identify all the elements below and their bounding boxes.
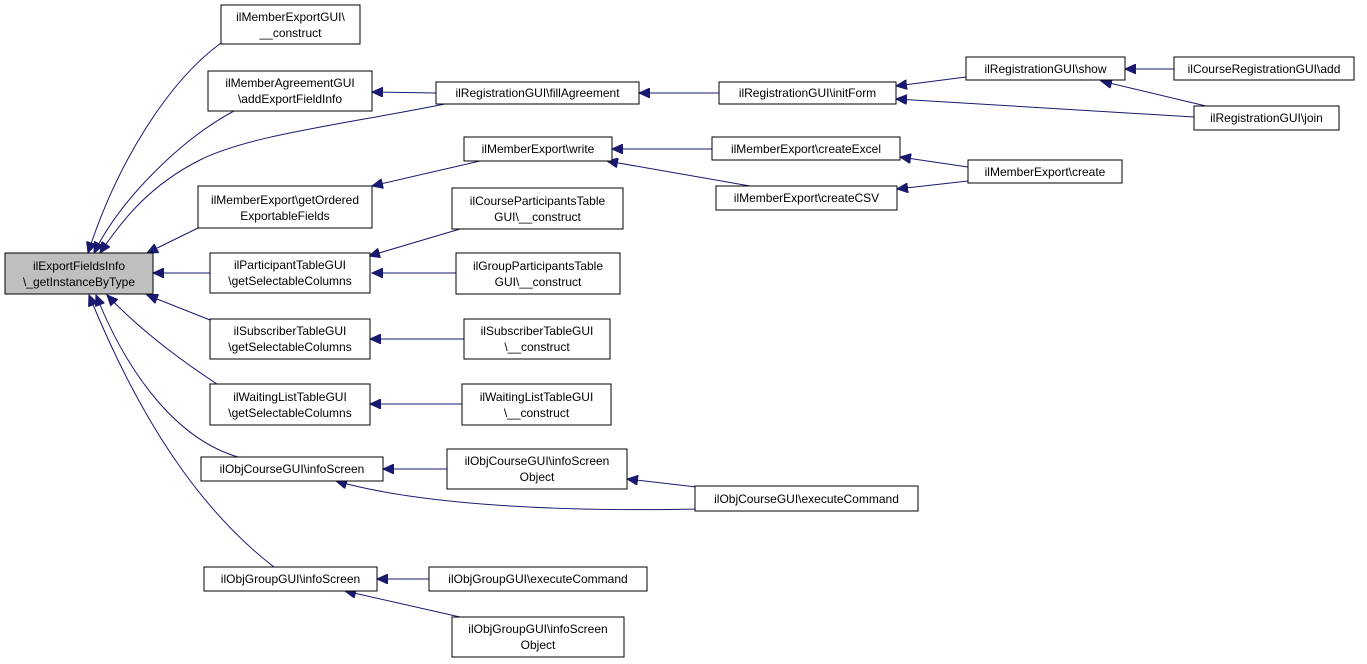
node-objgroup-infoscreenobject[interactable]: ilObjGroupGUI\infoScreen Object: [451, 616, 625, 658]
node-memberexport-write-label: ilMemberExport\write: [482, 142, 595, 156]
edge-createcsv-to-write: [607, 161, 751, 187]
node-participanttable-getselectablecolumns[interactable]: ilParticipantTableGUI \getSelectableColu…: [209, 252, 371, 294]
node-memberexport-ordered-line1: ilMemberExport\getOrdered: [211, 193, 359, 207]
node-memberagreement-line1: ilMemberAgreementGUI: [225, 76, 354, 90]
node-objgroup-executecommand-label: ilObjGroupGUI\executeCommand: [448, 572, 627, 586]
node-memberagreement-line2: \addExportFieldInfo: [238, 92, 342, 106]
node-memberexport-getorderedexportablefields[interactable]: ilMemberExport\getOrdered ExportableFiel…: [197, 185, 373, 229]
node-registration-fillagreement-label: ilRegistrationGUI\fillAgreement: [455, 86, 620, 100]
edge-memberexportordered-to-root: [147, 227, 199, 253]
node-registration-join[interactable]: ilRegistrationGUI\join: [1193, 105, 1340, 131]
edge-courseexecute-to-courseinfoobject: [627, 479, 706, 489]
edge-courseparticipants-to-participanttable: [369, 228, 461, 256]
node-objgroup-infoscreenobject-line2: Object: [521, 638, 556, 652]
node-memberexport-create-label: ilMemberExport\create: [985, 165, 1106, 179]
edge-objcourseinfo-to-root: [96, 295, 239, 458]
node-subscribertable-getselectablecolumns[interactable]: ilSubscriberTableGUI \getSelectableColum…: [209, 318, 371, 360]
edge-regfill-to-memberagreement: [372, 92, 437, 93]
node-memberexport-construct-line1: ilMemberExportGUI\: [236, 10, 345, 24]
edge-groupinfoobject-to-groupinfo: [345, 591, 461, 618]
node-memberexport-construct[interactable]: ilMemberExportGUI\ __construct: [220, 4, 361, 45]
node-memberexport-ordered-line2: ExportableFields: [240, 209, 329, 223]
node-registration-show-label: ilRegistrationGUI\show: [984, 62, 1106, 76]
edge-regjoin-to-regshow: [1101, 81, 1207, 107]
node-memberexport-createexcel[interactable]: ilMemberExport\createExcel: [711, 136, 901, 161]
node-waitinglist-cols-line2: \getSelectableColumns: [228, 406, 351, 420]
edge-write-to-ordered: [372, 160, 481, 186]
node-subscribertable-cols-line1: ilSubscriberTableGUI: [234, 324, 347, 338]
edge-waitinglist-to-root: [107, 295, 221, 387]
node-courseparticipantstable-line1: ilCourseParticipantsTable: [470, 194, 606, 208]
edge-objgroupinfo-to-root: [89, 295, 275, 568]
node-objcourse-infoscreenobject-line2: Object: [520, 470, 555, 484]
edge-regfillagreement-to-root: [100, 103, 446, 253]
node-registration-show[interactable]: ilRegistrationGUI\show: [965, 56, 1126, 81]
node-objcourse-executecommand[interactable]: ilObjCourseGUI\executeCommand: [694, 485, 919, 512]
node-participanttable-line1: ilParticipantTableGUI: [234, 258, 346, 272]
node-courseparticipantstable-construct[interactable]: ilCourseParticipantsTable GUI\__construc…: [451, 187, 624, 230]
node-objcourse-infoscreen-label: ilObjCourseGUI\infoScreen: [220, 462, 365, 476]
node-groupparticipantstable-line1: ilGroupParticipantsTable: [473, 259, 603, 273]
node-root-line1: ilExportFieldsInfo: [33, 259, 125, 273]
node-objgroup-infoscreenobject-line1: ilObjGroupGUI\infoScreen: [468, 622, 607, 636]
node-memberexport-write[interactable]: ilMemberExport\write: [463, 136, 613, 162]
node-root[interactable]: ilExportFieldsInfo \_getInstanceByType: [4, 252, 154, 295]
node-groupparticipantstable-line2: GUI\__construct: [495, 275, 582, 289]
node-objcourse-infoscreen[interactable]: ilObjCourseGUI\infoScreen: [200, 456, 384, 482]
node-waitinglist-construct-line1: ilWaitingListTableGUI: [480, 390, 594, 404]
node-memberexport-createcsv-label: ilMemberExport\createCSV: [734, 191, 879, 205]
node-memberagreement-addexportfieldinfo[interactable]: ilMemberAgreementGUI \addExportFieldInfo: [207, 70, 373, 112]
edge-regjoin-to-reginit: [896, 99, 1195, 118]
edge-create-to-createexcel: [900, 157, 969, 168]
edge-create-to-createcsv: [897, 180, 969, 189]
edge-subscribertable-to-root: [147, 295, 211, 321]
node-subscribertable-construct-line2: \__construct: [504, 340, 570, 354]
node-objcourse-infoscreenobject-line1: ilObjCourseGUI\infoScreen: [465, 454, 610, 468]
node-objgroup-infoscreen[interactable]: ilObjGroupGUI\infoScreen: [203, 566, 378, 592]
node-objgroup-infoscreen-label: ilObjGroupGUI\infoScreen: [221, 572, 360, 586]
node-objcourse-infoscreenobject[interactable]: ilObjCourseGUI\infoScreen Object: [446, 448, 628, 490]
node-waitinglist-construct-line2: \__construct: [504, 406, 570, 420]
node-registration-join-label: ilRegistrationGUI\join: [1210, 111, 1323, 125]
node-memberexport-create[interactable]: ilMemberExport\create: [967, 159, 1123, 184]
node-registration-initform-label: ilRegistrationGUI\initForm: [739, 86, 876, 100]
node-objgroup-executecommand[interactable]: ilObjGroupGUI\executeCommand: [428, 566, 648, 592]
node-courseparticipantstable-line2: GUI\__construct: [494, 210, 581, 224]
edge-courseexecute-to-courseinfo: [336, 481, 701, 511]
node-memberexport-construct-line2: __construct: [258, 26, 322, 40]
edge-regshow-to-reginit: [896, 76, 967, 86]
node-participanttable-line2: \getSelectableColumns: [228, 274, 351, 288]
node-courseregistration-add-label: ilCourseRegistrationGUI\add: [1188, 62, 1341, 76]
node-memberexport-createexcel-label: ilMemberExport\createExcel: [731, 142, 881, 156]
node-waitinglisttable-construct[interactable]: ilWaitingListTableGUI \__construct: [461, 383, 612, 426]
edge-memberagreement-to-root: [94, 110, 235, 253]
node-groupparticipantstable-construct[interactable]: ilGroupParticipantsTable GUI\__construct: [455, 252, 621, 295]
node-objcourse-executecommand-label: ilObjCourseGUI\executeCommand: [714, 492, 899, 506]
edge-memberexportconstruct-to-root: [88, 42, 222, 253]
node-registration-initform[interactable]: ilRegistrationGUI\initForm: [718, 81, 897, 105]
node-root-line2: \_getInstanceByType: [23, 275, 135, 289]
node-memberexport-createcsv[interactable]: ilMemberExport\createCSV: [715, 185, 898, 211]
node-subscribertable-construct[interactable]: ilSubscriberTableGUI \__construct: [463, 318, 611, 360]
node-registration-fillagreement[interactable]: ilRegistrationGUI\fillAgreement: [435, 81, 640, 105]
node-waitinglisttable-getselectablecolumns[interactable]: ilWaitingListTableGUI \getSelectableColu…: [209, 383, 371, 426]
node-subscribertable-construct-line1: ilSubscriberTableGUI: [481, 324, 594, 338]
node-courseregistration-add[interactable]: ilCourseRegistrationGUI\add: [1173, 56, 1355, 81]
node-subscribertable-cols-line2: \getSelectableColumns: [228, 340, 351, 354]
node-waitinglist-cols-line1: ilWaitingListTableGUI: [233, 390, 347, 404]
